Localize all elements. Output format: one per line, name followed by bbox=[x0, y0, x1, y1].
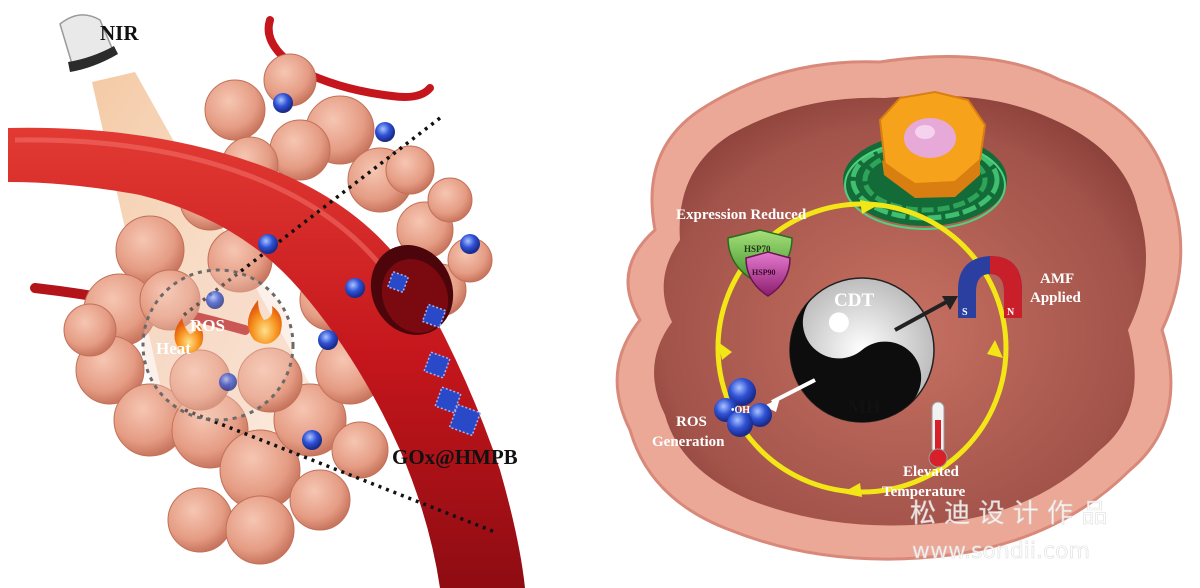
svg-text:HSP90: HSP90 bbox=[752, 268, 776, 277]
amf-label-line1: AMF bbox=[1040, 271, 1074, 287]
nir-label: NIR bbox=[100, 21, 139, 45]
hmpb-cube bbox=[423, 351, 451, 379]
nanoparticle bbox=[258, 234, 278, 254]
magnet-n: N bbox=[1007, 307, 1015, 318]
heat-label: Heat bbox=[156, 339, 191, 358]
nucleus bbox=[878, 90, 987, 198]
tumor-cell bbox=[225, 495, 295, 565]
cdt-label: CDT bbox=[834, 290, 874, 311]
tumor-cell bbox=[204, 79, 266, 141]
right-panel: CDT MH S N HSP70 HSP90 bbox=[615, 54, 1183, 561]
hmpb-cube bbox=[448, 403, 482, 437]
nanoparticle bbox=[273, 93, 293, 113]
gox-nanoparticles bbox=[206, 93, 480, 450]
expression-reduced-label: Expression Reduced bbox=[676, 207, 807, 223]
ros-label: ROS bbox=[190, 316, 225, 335]
arrow-to-amf bbox=[894, 298, 951, 332]
tumor-cell bbox=[269, 119, 331, 181]
tumor-cell bbox=[63, 303, 117, 357]
tumor-cell bbox=[167, 487, 233, 553]
nanoparticle bbox=[375, 122, 395, 142]
nanoparticle bbox=[345, 278, 365, 298]
tumor-cell bbox=[237, 347, 303, 413]
tumor-cell bbox=[385, 145, 435, 195]
hsp90-shield-icon: HSP90 bbox=[745, 251, 791, 297]
magnet-s: S bbox=[962, 307, 968, 318]
nanoparticle bbox=[206, 291, 224, 309]
magnet-icon: S N bbox=[958, 256, 1022, 318]
hydroxyl-radical-cluster bbox=[714, 378, 772, 437]
nanoparticle bbox=[219, 373, 237, 391]
hmpb-cubes bbox=[386, 270, 482, 437]
flame-icon bbox=[247, 300, 282, 344]
arrow-to-ros bbox=[771, 378, 816, 404]
nanoparticle-label: GOx@HMPB bbox=[392, 445, 518, 469]
tumor-cell bbox=[331, 421, 389, 479]
mh-label: MH bbox=[848, 397, 881, 418]
tumor-cell bbox=[289, 469, 351, 531]
hmpb-cube bbox=[421, 303, 447, 329]
section-line-top bbox=[178, 116, 442, 320]
amf-label-line2: Applied bbox=[1030, 290, 1082, 306]
hmpb-cube bbox=[434, 386, 462, 414]
capillary bbox=[264, 16, 434, 101]
elevated-temp-line2: Temperature bbox=[882, 484, 966, 500]
nir-lamp-icon bbox=[59, 14, 118, 72]
watermark: 松 迪 设 计 作 品 www.sondii.com bbox=[910, 499, 1108, 565]
elevated-temp-line1: Elevated bbox=[903, 464, 959, 480]
yin-yang-icon bbox=[789, 277, 935, 423]
cycle-arrows bbox=[718, 200, 1003, 497]
hmpb-cube bbox=[386, 270, 410, 294]
watermark-url: www.sondii.com bbox=[912, 539, 1090, 564]
watermark-cn: 松 迪 设 计 作 品 bbox=[910, 499, 1107, 529]
ros-generation-line1: ROS bbox=[676, 414, 707, 430]
oh-label: •OH bbox=[731, 405, 750, 416]
thermometer-icon bbox=[928, 401, 948, 468]
svg-text:HSP70: HSP70 bbox=[744, 244, 771, 254]
blood-vessel bbox=[8, 127, 525, 588]
tumor-cluster bbox=[63, 53, 493, 565]
ros-generation-line2: Generation bbox=[652, 434, 725, 450]
flame-icon bbox=[174, 318, 204, 353]
nanoparticle bbox=[460, 234, 480, 254]
tumor-cell bbox=[427, 177, 473, 223]
nanoparticle bbox=[302, 430, 322, 450]
nanoparticle bbox=[318, 330, 338, 350]
left-panel: NIR ROS Heat GOx@HMPB bbox=[8, 14, 525, 588]
